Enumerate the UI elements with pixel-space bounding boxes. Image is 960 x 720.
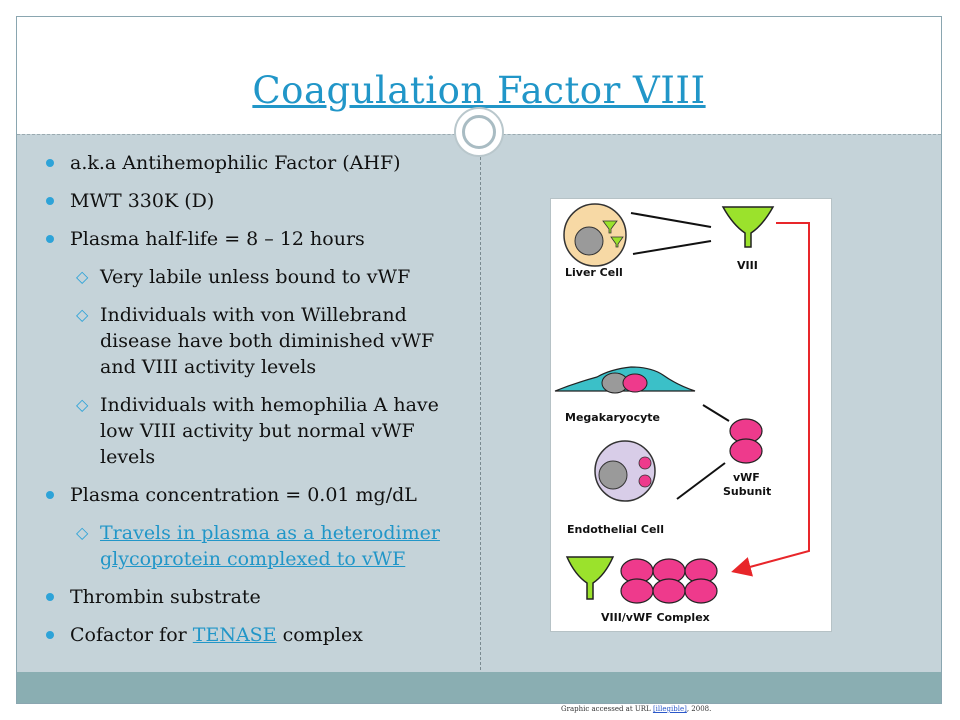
bullet-text-prefix: Cofactor for: [70, 624, 193, 646]
bullet-dot-icon: [46, 197, 54, 205]
bullet-text: Individuals with hemophilia A have low V…: [100, 394, 439, 468]
diamond-bullet-icon: ◇: [76, 305, 89, 324]
complex-label: VIII/vWF Complex: [601, 611, 710, 624]
credit-prefix: Graphic accessed at URL: [561, 705, 653, 713]
liver-connector-line: [632, 240, 712, 255]
bullet-item: Cofactor for TENASE complex: [22, 622, 472, 648]
bullet-text: Plasma half-life = 8 – 12 hours: [70, 228, 365, 250]
bullet-dot-icon: [46, 159, 54, 167]
diamond-bullet-icon: ◇: [76, 395, 89, 414]
bullet-text: MWT 330K (D): [70, 190, 215, 212]
diamond-bullet-icon: ◇: [76, 523, 89, 542]
sub-bullet-item: ◇ Individuals with von Willebrand diseas…: [22, 302, 472, 380]
liver-cell-label: Liver Cell: [565, 266, 623, 279]
sub-bullet-item: ◇ Very labile unless bound to vWF: [22, 264, 472, 290]
complex-viii-icon: [565, 556, 615, 600]
viii-protein-icon: [721, 206, 775, 248]
diamond-bullet-icon: ◇: [76, 267, 89, 286]
bullet-dot-icon: [46, 491, 54, 499]
column-divider: [480, 152, 481, 670]
endothelial-connector-line: [676, 462, 726, 500]
bullet-item: a.k.a Antihemophilic Factor (AHF): [22, 150, 472, 176]
bullet-item: Plasma half-life = 8 – 12 hours: [22, 226, 472, 252]
bullet-text: a.k.a Antihemophilic Factor (AHF): [70, 152, 401, 174]
sub-bullet-item: ◇ Individuals with hemophilia A have low…: [22, 392, 472, 470]
bullet-item: Plasma concentration = 0.01 mg/dL: [22, 482, 472, 508]
bullet-text: Plasma concentration = 0.01 mg/dL: [70, 484, 417, 506]
bullet-text-suffix: complex: [276, 624, 363, 646]
image-credit: Graphic accessed at URL [illegible], 200…: [561, 704, 711, 714]
bullet-item: MWT 330K (D): [22, 188, 472, 214]
secretion-arrow: [731, 222, 810, 577]
megakaryocyte-connector-line: [702, 404, 730, 422]
endothelial-cell-icon: [594, 440, 656, 502]
credit-suffix: , 2008.: [686, 705, 712, 713]
factor-viii-diagram: Liver Cell VIII Megakaryocyte vWF Subuni…: [550, 198, 832, 632]
endothelial-cell-label: Endothelial Cell: [567, 523, 664, 536]
viii-label: VIII: [737, 259, 758, 272]
megakaryocyte-label: Megakaryocyte: [565, 411, 660, 424]
ring-ornament: [454, 107, 504, 157]
credit-url-link[interactable]: [illegible]: [652, 705, 687, 713]
plasma-transport-link[interactable]: Travels in plasma as a heterodimer glyco…: [100, 522, 440, 570]
sub-bullet-item: ◇ Travels in plasma as a heterodimer gly…: [22, 520, 472, 572]
slide-title[interactable]: Coagulation Factor VIII: [252, 69, 706, 112]
megakaryocyte-icon: [554, 366, 696, 394]
bullet-dot-icon: [46, 593, 54, 601]
bullet-dot-icon: [46, 235, 54, 243]
vwf-label: vWF: [733, 471, 760, 484]
bullet-text: Very labile unless bound to vWF: [100, 266, 411, 288]
vwf-subunit-icon: [729, 418, 763, 464]
bullet-text: Individuals with von Willebrand disease …: [100, 304, 435, 378]
liver-cell-icon: [563, 203, 627, 267]
footer-band: [17, 672, 941, 703]
liver-connector-line: [630, 212, 712, 228]
complex-vwf-multimer-icon: [620, 558, 718, 604]
bullet-dot-icon: [46, 631, 54, 639]
bullet-item: Thrombin substrate: [22, 584, 472, 610]
bullet-list: a.k.a Antihemophilic Factor (AHF) MWT 33…: [22, 150, 472, 660]
bullet-text: Thrombin substrate: [70, 586, 261, 608]
subunit-label: Subunit: [723, 485, 771, 498]
tenase-link[interactable]: TENASE: [192, 624, 277, 646]
